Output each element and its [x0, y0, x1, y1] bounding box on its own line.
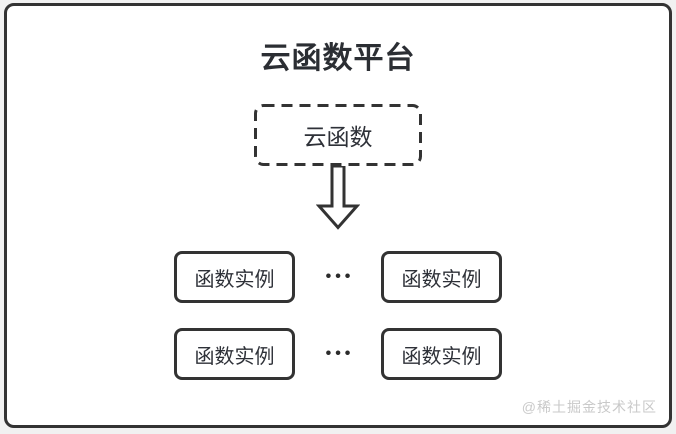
- platform-frame: 云函数平台 云函数 函数实例 ••• 函数实例 函数实例 ••• 函数实例 @稀…: [4, 3, 672, 428]
- function-instance-node: 函数实例: [381, 251, 502, 303]
- instance-row: 函数实例 ••• 函数实例: [7, 328, 669, 380]
- instance-row: 函数实例 ••• 函数实例: [7, 251, 669, 303]
- platform-title: 云函数平台: [260, 42, 416, 75]
- down-arrow-icon: [316, 166, 360, 230]
- ellipsis-dots: •••: [325, 268, 355, 285]
- function-instance-node: 函数实例: [174, 328, 295, 380]
- cloud-function-label: 云函数: [303, 124, 373, 150]
- watermark: @稀土掘金技术社区: [521, 399, 657, 415]
- cloud-function-node: 云函数: [254, 104, 422, 166]
- function-instance-node: 函数实例: [174, 251, 295, 303]
- ellipsis-dots: •••: [325, 345, 355, 362]
- function-instance-node: 函数实例: [381, 328, 502, 380]
- dashed-border: [254, 104, 422, 166]
